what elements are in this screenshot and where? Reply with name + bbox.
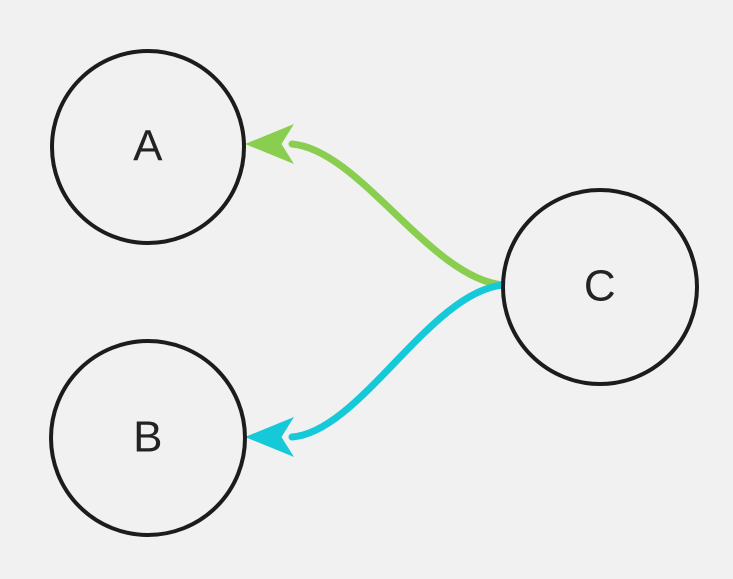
node-b-label: B [133,413,163,462]
node-c-label: C [584,262,616,311]
edge-c-to-a-arrowhead [245,124,294,164]
edge-c-to-b[interactable] [245,281,507,457]
edge-c-to-a-curve[interactable] [288,140,507,289]
node-b-circle[interactable] [49,339,247,537]
node-c-circle[interactable] [501,188,699,386]
node-b[interactable]: B [49,339,247,537]
node-a-label: A [133,122,163,171]
edge-c-to-b-arrowhead [245,417,294,457]
edge-c-to-a[interactable] [245,124,507,289]
node-a[interactable]: A [50,49,246,245]
edge-c-to-b-curve[interactable] [288,281,507,441]
node-a-circle[interactable] [50,49,246,245]
node-c[interactable]: C [501,188,699,386]
